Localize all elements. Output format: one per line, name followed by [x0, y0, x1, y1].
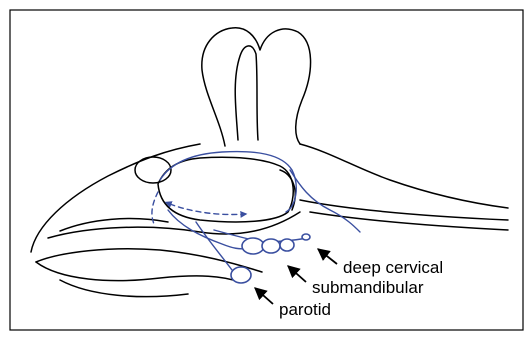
submandibular-arrow — [288, 266, 306, 282]
head-back-contour — [300, 144, 508, 208]
ear — [202, 28, 311, 146]
label-parotid: parotid — [279, 300, 331, 319]
dashed-basal-vessel — [170, 204, 246, 215]
deep-cervical-node — [302, 234, 310, 240]
label-submandibular: submandibular — [312, 278, 424, 297]
vessel-to-cervical — [290, 170, 360, 232]
submandibular-node-3 — [280, 239, 294, 251]
upper-lip — [60, 219, 168, 231]
head-outline — [31, 28, 508, 297]
parotid-arrow — [255, 288, 273, 304]
dashed-olfactory-vessel — [152, 192, 158, 224]
figure-frame — [10, 10, 523, 330]
ear-inner — [235, 46, 258, 140]
label-deep-cervical: deep cervical — [343, 258, 443, 277]
submandibular-node-1 — [242, 238, 264, 254]
dorsal-vessel — [160, 152, 296, 212]
deep-cervical-arrow — [318, 249, 337, 264]
parotid-node — [231, 267, 251, 283]
chin-contour — [36, 262, 240, 282]
frame-clip-cover — [31, 331, 528, 337]
brain-outline — [158, 157, 293, 222]
mouth-line — [36, 249, 262, 272]
submandibular-node-2 — [262, 239, 280, 253]
eye — [135, 157, 171, 183]
jaw-under — [60, 280, 188, 297]
